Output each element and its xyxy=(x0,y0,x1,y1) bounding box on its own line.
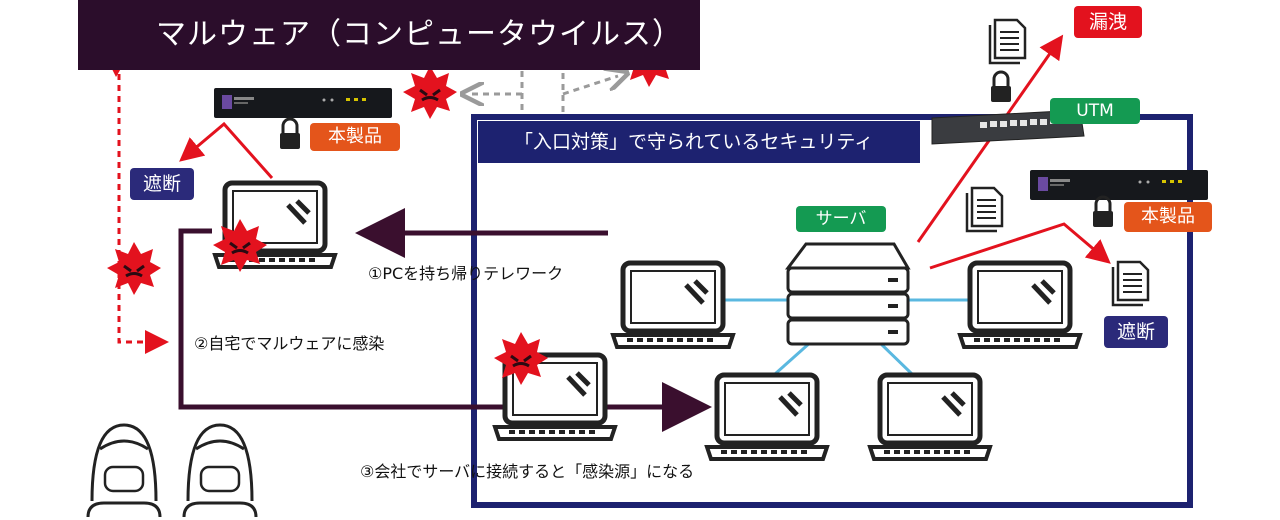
leak-tag: 漏洩 xyxy=(1074,6,1142,38)
step1-caption: ①PCを持ち帰りテレワーク xyxy=(368,264,564,283)
document-icon xyxy=(988,18,1027,65)
utm-tag: UTM xyxy=(1050,98,1140,124)
banner-title: マルウェア（コンピュータウイルス） xyxy=(156,17,683,52)
utm-device-icon xyxy=(931,109,1085,145)
server-tag: サーバ xyxy=(796,206,886,232)
step3-caption: ③会社でサーバに接続すると「感染源」になる xyxy=(360,462,695,481)
malware-virus-icon xyxy=(105,240,163,297)
product-tag-right: 本製品 xyxy=(1124,202,1212,232)
document-icon xyxy=(965,186,1004,233)
attack-attempt-arrows xyxy=(472,70,618,112)
lock-icon xyxy=(278,117,302,151)
office-laptop-icon xyxy=(870,375,990,459)
person-mask-icon xyxy=(86,423,162,519)
document-icon xyxy=(1111,260,1150,307)
server-icon xyxy=(785,242,911,346)
office-laptop-icon xyxy=(613,263,733,347)
block-tag-right: 遮断 xyxy=(1104,316,1168,348)
step2-caption: ②自宅でマルウェアに感染 xyxy=(194,334,385,353)
block-tag-left: 遮断 xyxy=(130,168,194,200)
lock-icon xyxy=(1091,195,1115,229)
person-mask-icon xyxy=(182,423,258,519)
malware-virus-icon xyxy=(401,64,459,121)
office-laptop-icon xyxy=(707,375,827,459)
malware-banner: マルウェア（コンピュータウイルス） xyxy=(78,0,700,70)
zone-title: 「入口対策」で守られているセキュリティ xyxy=(478,121,920,163)
office-laptop-icon xyxy=(960,263,1080,347)
network-links xyxy=(724,298,968,376)
leak-block-lines xyxy=(179,34,1111,270)
protected-zone-border xyxy=(471,114,1193,508)
infection-path xyxy=(117,74,169,354)
route-return xyxy=(178,228,712,432)
appliance-icon xyxy=(1030,170,1208,200)
appliance-icon xyxy=(214,88,392,118)
unlock-icon xyxy=(989,70,1013,104)
product-tag-left: 本製品 xyxy=(310,123,400,151)
